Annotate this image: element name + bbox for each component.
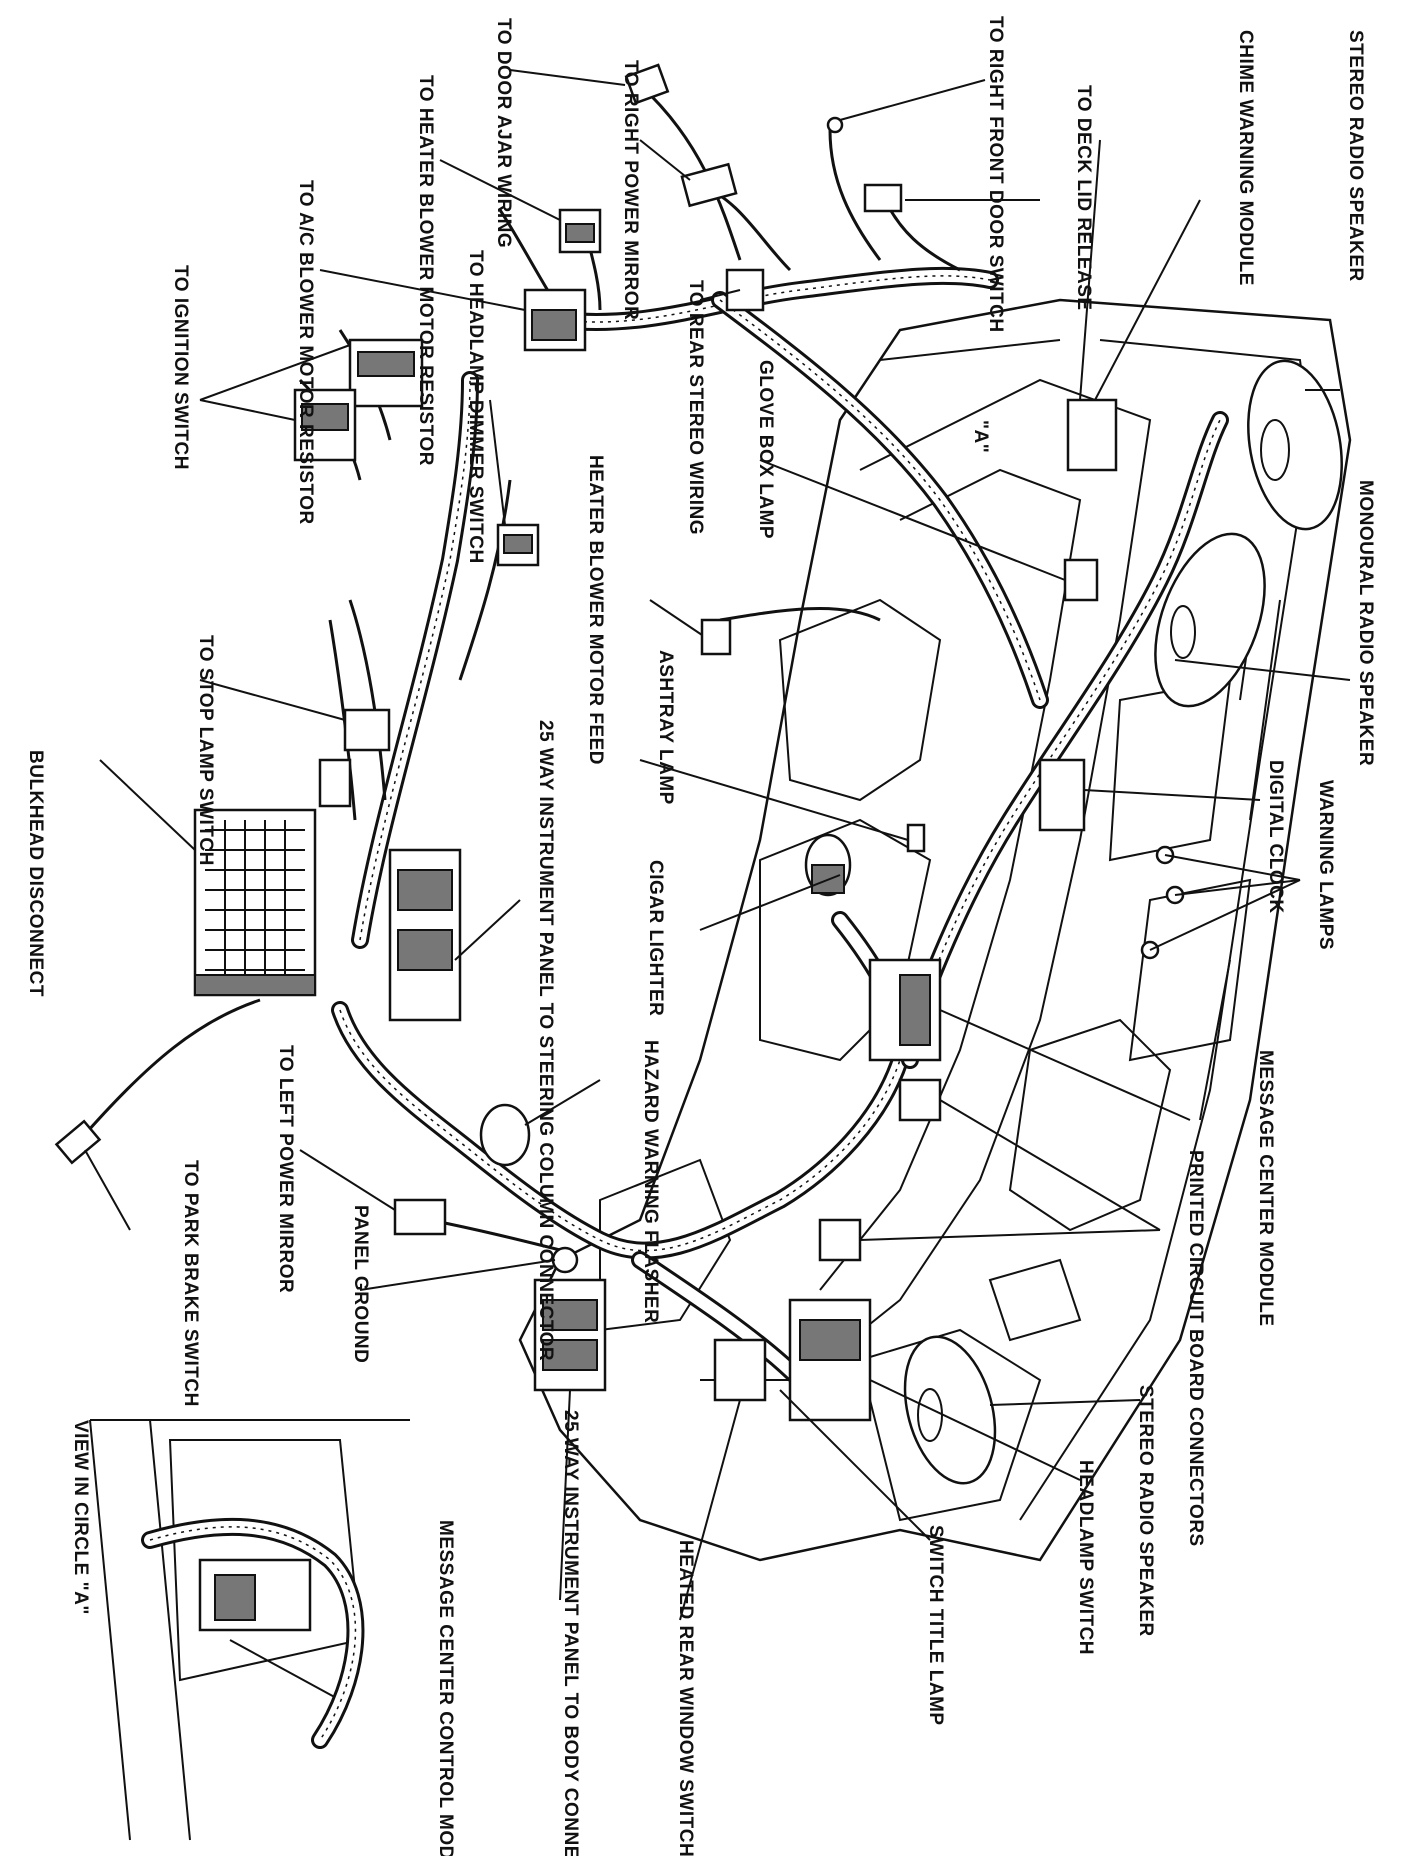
label-hazard-warning-flasher: HAZARD WARNING FLASHER — [640, 1040, 661, 1323]
label-to-left-power-mirror: TO LEFT POWER MIRROR — [275, 1045, 296, 1293]
label-warning-lamps: WARNING LAMPS — [1315, 780, 1336, 950]
label-cigar-lighter: CIGAR LIGHTER — [645, 860, 666, 1016]
label-monoural-radio-speaker: MONOURAL RADIO SPEAKER — [1355, 480, 1376, 766]
label-glove-box-lamp: GLOVE BOX LAMP — [755, 360, 776, 539]
connectors — [54, 63, 1185, 1422]
label-to-headlamp-dimmer-switch: TO HEADLAMP DIMMER SWITCH — [465, 250, 486, 564]
label-steering-column-connector: 25 WAY INSTRUMENT PANEL TO STEERING COLU… — [535, 720, 556, 1361]
label-stereo-radio-speaker-bottom: STEREO RADIO SPEAKER — [1135, 1385, 1156, 1637]
label-to-right-power-mirror: TO RIGHT POWER MIRROR — [620, 60, 641, 320]
label-heater-blower-motor-feed: HEATER BLOWER MOTOR FEED — [585, 455, 606, 765]
label-ashtray-lamp: ASHTRAY LAMP — [655, 650, 676, 805]
stereo-radio-speaker-bottom — [903, 1335, 997, 1485]
inset-view-a — [89, 1419, 410, 1841]
label-printed-circuit-board-connectors: PRINTED CIRCUIT BOARD CONNECTORS — [1185, 1150, 1206, 1547]
label-to-right-front-door-switch: TO RIGHT FRONT DOOR SWITCH — [985, 16, 1006, 333]
label-digital-clock: DIGITAL CLOCK — [1265, 760, 1286, 914]
label-heated-rear-window-switch: HEATED REAR WINDOW SWITCH — [675, 1540, 696, 1856]
label-to-park-brake-switch: TO PARK BRAKE SWITCH — [180, 1160, 201, 1407]
bulkhead-block — [193, 808, 317, 997]
label-to-stop-lamp-switch: TO STOP LAMP SWITCH — [195, 635, 216, 866]
label-message-center-control-module: MESSAGE CENTER CONTROL MODULE — [435, 1520, 456, 1856]
label-to-door-ajar-wiring: TO DOOR AJAR WIRING — [493, 18, 514, 248]
label-to-ac-blower-motor-resistor: TO A/C BLOWER MOTOR RESISTOR — [295, 180, 316, 525]
label-to-rear-stereo-wiring: TO REAR STEREO WIRING — [685, 280, 706, 535]
label-stereo-radio-speaker-top: STEREO RADIO SPEAKER — [1345, 30, 1366, 282]
label-to-deck-lid-release: TO DECK LID RELEASE — [1073, 85, 1094, 311]
label-body-connector: 25 WAY INSTRUMENT PANEL TO BODY CONNECTO… — [560, 1410, 581, 1856]
label-chime-warning-module: CHIME WARNING MODULE — [1235, 30, 1256, 286]
label-to-ignition-switch: TO IGNITION SWITCH — [170, 265, 191, 470]
label-headlamp-switch: HEADLAMP SWITCH — [1075, 1460, 1096, 1655]
label-view-in-circle-a: VIEW IN CIRCLE "A" — [70, 1420, 91, 1615]
monoural-radio-speaker — [1154, 532, 1266, 708]
stereo-radio-speaker-top — [1247, 359, 1343, 531]
leaders — [84, 69, 1351, 1701]
label-panel-ground: PANEL GROUND — [350, 1205, 371, 1363]
label-to-heater-blower-motor-resistor: TO HEATER BLOWER MOTOR RESISTOR — [415, 75, 436, 466]
labels: TO RIGHT FRONT DOOR SWITCH TO DOOR AJAR … — [25, 16, 1376, 1856]
label-message-center-module: MESSAGE CENTER MODULE — [1255, 1050, 1276, 1327]
label-circle-a: "A" — [970, 420, 991, 453]
label-bulkhead-disconnect: BULKHEAD DISCONNECT — [25, 750, 46, 997]
label-switch-title-lamp: SWITCH TITLE LAMP — [925, 1525, 946, 1726]
